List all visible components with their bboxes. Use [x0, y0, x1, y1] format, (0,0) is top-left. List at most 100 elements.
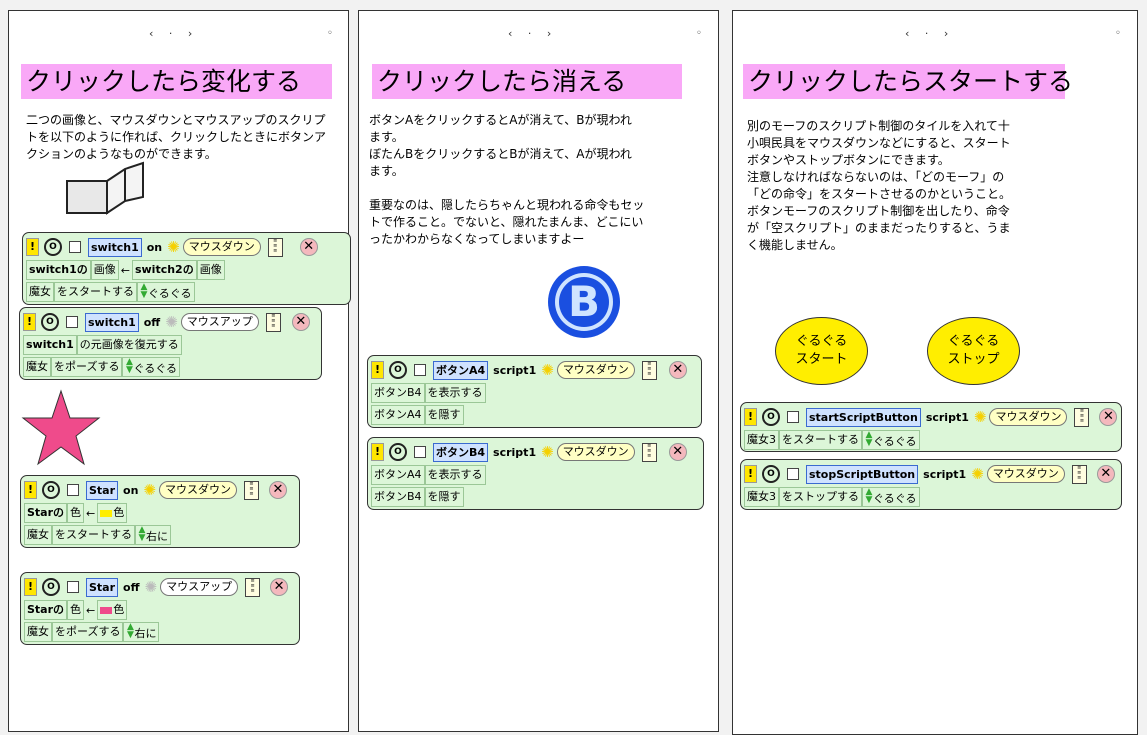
script-tile[interactable]: ! O switch1 on ✺ マウスダウン ≡≡≡ ✕ switch1の 画… [22, 232, 351, 305]
run-toggle-icon[interactable]: O [44, 238, 62, 256]
exclaim-icon[interactable]: ! [371, 443, 384, 461]
exclaim-icon[interactable]: ! [23, 313, 36, 331]
script-owner-name[interactable]: Star [86, 480, 119, 500]
script-tile[interactable]: ! O startScriptButton script1 ✺ マウスダウン ≡… [740, 402, 1122, 452]
tile-cell[interactable]: Starの [24, 600, 68, 620]
tile-cell[interactable]: ▲▼右に [135, 525, 171, 545]
close-icon[interactable]: ✕ [291, 313, 310, 331]
tile-cell[interactable]: をストップする [779, 487, 862, 507]
tile-cell[interactable]: ボタンA4 [371, 465, 425, 485]
run-toggle-icon[interactable]: O [389, 443, 407, 461]
run-toggle-icon[interactable]: O [389, 361, 407, 379]
run-toggle-icon[interactable]: O [42, 578, 60, 596]
script-doc-icon[interactable]: ≡≡≡ [265, 312, 281, 332]
checkbox[interactable] [787, 468, 799, 480]
tile-cell[interactable]: ▲▼ぐるぐる [862, 487, 920, 507]
close-icon[interactable]: ✕ [1096, 465, 1115, 483]
script-doc-icon[interactable]: ≡≡≡ [641, 360, 657, 380]
run-toggle-icon[interactable]: O [42, 481, 60, 499]
close-icon[interactable]: ✕ [668, 443, 687, 461]
tile-cell[interactable]: ボタンB4 [371, 383, 425, 403]
tile-cell[interactable]: をスタートする [779, 430, 862, 450]
script-tile[interactable]: ! O stopScriptButton script1 ✺ マウスダウン ≡≡… [740, 459, 1122, 510]
color-tile[interactable]: 色 [97, 503, 128, 523]
sun-icon[interactable]: ✺ [541, 443, 554, 461]
yellow-color-swatch[interactable] [100, 509, 113, 517]
updown-arrows-icon[interactable]: ▲▼ [126, 622, 134, 640]
trigger-selector[interactable]: マウスダウン [556, 361, 635, 379]
close-icon[interactable]: ✕ [299, 238, 318, 256]
updown-arrows-icon[interactable]: ▲▼ [865, 487, 873, 505]
close-icon[interactable]: ✕ [1099, 408, 1118, 426]
exclaim-icon[interactable]: ! [744, 465, 757, 483]
page-nav[interactable]: ‹ · › [149, 27, 199, 40]
script-owner-name[interactable]: switch1 [88, 237, 142, 257]
script-doc-icon[interactable]: ≡≡≡ [641, 442, 657, 462]
tile-cell[interactable]: switch1の [26, 260, 91, 280]
star-shape[interactable] [21, 388, 101, 468]
sun-icon[interactable]: ✺ [144, 578, 158, 596]
trigger-selector[interactable]: マウスアップ [180, 313, 259, 331]
exclaim-icon[interactable]: ! [26, 238, 39, 256]
script-owner-name[interactable]: ボタンA4 [433, 360, 489, 380]
trigger-selector[interactable]: マウスダウン [182, 238, 261, 256]
tile-cell[interactable]: を隠す [424, 487, 464, 507]
tile-cell[interactable]: ボタンB4 [371, 487, 425, 507]
tile-cell[interactable]: を表示する [424, 383, 486, 403]
tile-cell[interactable]: 魔女 [23, 357, 51, 377]
pink-color-swatch[interactable] [100, 606, 113, 614]
tile-cell[interactable]: ボタンA4 [371, 405, 425, 425]
run-toggle-icon[interactable]: O [762, 408, 780, 426]
run-toggle-icon[interactable]: O [762, 465, 780, 483]
checkbox[interactable] [67, 581, 79, 593]
script-owner-name[interactable]: ボタンB4 [433, 442, 489, 462]
tile-cell[interactable]: ▲▼ぐるぐる [862, 430, 920, 450]
checkbox[interactable] [66, 316, 78, 328]
page-nav[interactable]: ‹ · › [508, 27, 558, 40]
sun-icon[interactable]: ✺ [165, 313, 178, 331]
script-owner-name[interactable]: stopScriptButton [806, 464, 919, 484]
page-menu-icon[interactable]: ◦ [696, 28, 702, 39]
color-tile[interactable]: 色 [97, 600, 128, 620]
tile-cell[interactable]: 魔女 [24, 622, 52, 642]
tile-cell[interactable]: 画像 [196, 260, 225, 280]
trigger-selector[interactable]: マウスダウン [159, 481, 237, 499]
script-tile[interactable]: ! O switch1 off ✺ マウスアップ ≡≡≡ ✕ switch1 の… [19, 307, 322, 380]
close-icon[interactable]: ✕ [270, 578, 289, 596]
sun-icon[interactable]: ✺ [971, 465, 984, 483]
tile-cell[interactable]: 魔女3 [744, 430, 779, 450]
script-doc-icon[interactable]: ≡≡≡ [245, 577, 261, 597]
tile-cell[interactable]: ▲▼ぐるぐる [137, 282, 195, 302]
tile-cell[interactable]: をポーズする [52, 622, 124, 642]
checkbox[interactable] [67, 484, 79, 496]
exclaim-icon[interactable]: ! [24, 578, 37, 596]
tile-cell[interactable]: 画像 [90, 260, 119, 280]
script-tile[interactable]: ! O Star off ✺ マウスアップ ≡≡≡ ✕ Starの 色 ← 色 … [20, 572, 300, 645]
script-owner-name[interactable]: switch1 [85, 312, 139, 332]
tile-cell[interactable]: を隠す [424, 405, 464, 425]
script-tile[interactable]: ! O ボタンA4 script1 ✺ マウスダウン ≡≡≡ ✕ ボタンB4 を… [367, 355, 702, 428]
run-toggle-icon[interactable]: O [41, 313, 59, 331]
checkbox[interactable] [69, 241, 81, 253]
tile-cell[interactable]: 魔女3 [744, 487, 779, 507]
checkbox[interactable] [414, 364, 426, 376]
script-doc-icon[interactable]: ≡≡≡ [1071, 464, 1087, 484]
sun-icon[interactable]: ✺ [973, 408, 987, 426]
trigger-selector[interactable]: マウスダウン [986, 465, 1065, 483]
checkbox[interactable] [414, 446, 426, 458]
page-menu-icon[interactable]: ◦ [327, 28, 333, 39]
tile-cell[interactable]: をスタートする [52, 525, 135, 545]
tile-cell[interactable]: 魔女 [26, 282, 54, 302]
checkbox[interactable] [787, 411, 799, 423]
button-b-icon[interactable]: B [548, 266, 620, 338]
exclaim-icon[interactable]: ! [744, 408, 757, 426]
script-owner-name[interactable]: startScriptButton [806, 407, 921, 427]
updown-arrows-icon[interactable]: ▲▼ [865, 430, 873, 448]
tile-cell[interactable]: switch1 [23, 335, 77, 355]
sun-icon[interactable]: ✺ [541, 361, 554, 379]
close-icon[interactable]: ✕ [269, 481, 287, 499]
tile-cell[interactable]: の元画像を復元する [76, 335, 182, 355]
page-menu-icon[interactable]: ◦ [1115, 28, 1121, 39]
trigger-selector[interactable]: マウスダウン [556, 443, 635, 461]
tile-cell[interactable]: 色 [67, 600, 85, 620]
